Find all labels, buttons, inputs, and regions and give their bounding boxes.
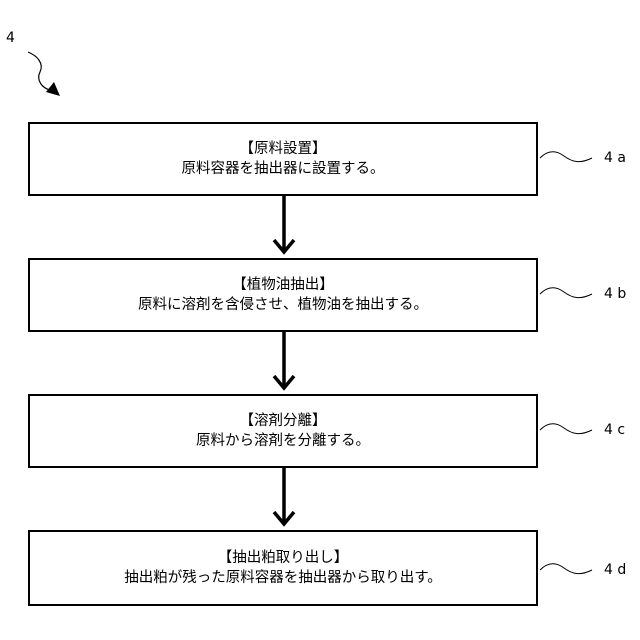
step-title-solvent-separation: 【溶剤分離】 xyxy=(240,411,327,431)
ref-leader-4d xyxy=(540,564,592,574)
flow-arrow-1 xyxy=(274,196,294,252)
step-description-solvent-separation: 原料から溶剤を分離する。 xyxy=(196,431,370,451)
ref-label-4c: 4 c xyxy=(604,422,625,438)
flow-arrow-2 xyxy=(274,332,294,388)
step-box-meal-removal: 【抽出粕取り出し】 抽出粕が残った原料容器を抽出器から取り出す。 xyxy=(28,530,538,606)
figure-label: 4 xyxy=(6,30,15,46)
step-box-material-setup: 【原料設置】 原料容器を抽出器に設置する。 xyxy=(28,122,538,196)
ref-label-4d: 4 d xyxy=(604,562,626,578)
step-box-oil-extraction: 【植物油抽出】 原料に溶剤を含侵させ、植物油を抽出する。 xyxy=(28,258,538,332)
step-title-meal-removal: 【抽出粕取り出し】 xyxy=(218,548,349,568)
ref-leader-4b xyxy=(540,288,592,298)
step-description-oil-extraction: 原料に溶剤を含侵させ、植物油を抽出する。 xyxy=(138,295,428,315)
ref-label-4b: 4 b xyxy=(604,286,626,302)
step-title-oil-extraction: 【植物油抽出】 xyxy=(232,275,334,295)
step-box-solvent-separation: 【溶剤分離】 原料から溶剤を分離する。 xyxy=(28,394,538,468)
figure-leader-arrowhead xyxy=(46,82,60,96)
ref-leader-4a xyxy=(540,152,592,162)
figure-leader-line xyxy=(28,52,50,90)
ref-label-4a: 4 a xyxy=(604,150,626,166)
step-title-material-setup: 【原料設置】 xyxy=(240,139,327,159)
ref-leader-4c xyxy=(540,424,592,434)
step-description-meal-removal: 抽出粕が残った原料容器を抽出器から取り出す。 xyxy=(124,568,442,588)
flow-arrow-3 xyxy=(274,468,294,524)
step-description-material-setup: 原料容器を抽出器に設置する。 xyxy=(182,159,385,179)
